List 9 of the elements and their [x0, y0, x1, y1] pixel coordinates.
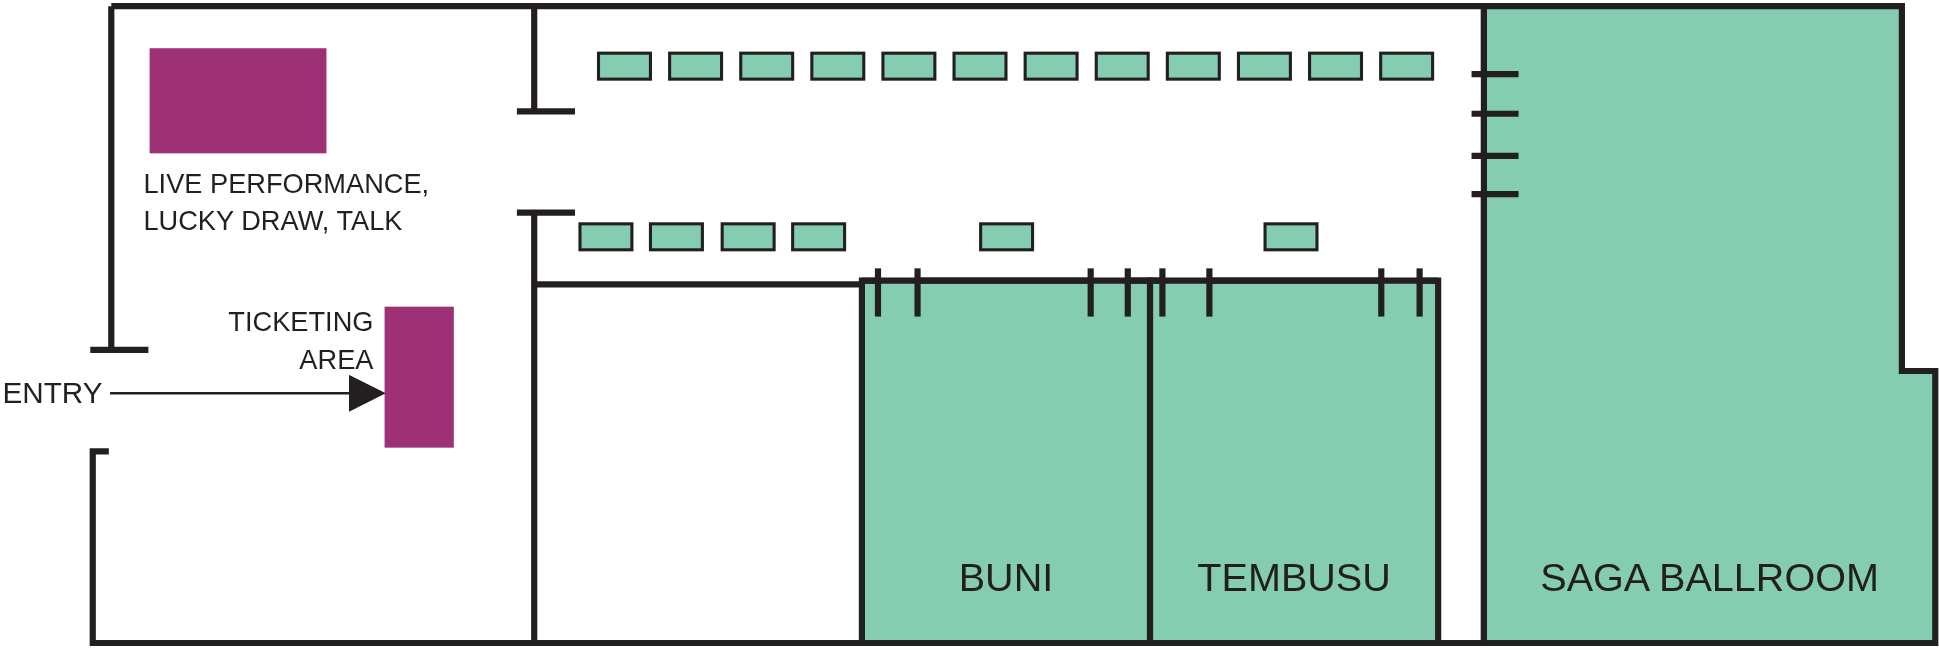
- room-name: TEMBUSU: [1197, 555, 1391, 601]
- ticketing-counter: [384, 306, 454, 448]
- room-name: SAGA BALLROOM: [1540, 555, 1879, 601]
- room-name: BUNI: [958, 555, 1054, 601]
- stage-area: [149, 48, 327, 154]
- area-label: LIVE PERFORMANCE, LUCKY DRAW, TALK: [143, 167, 431, 238]
- arrow: [110, 374, 386, 412]
- entry-label: ENTRY: [2, 375, 103, 411]
- area-label: TICKETING AREA: [227, 305, 374, 377]
